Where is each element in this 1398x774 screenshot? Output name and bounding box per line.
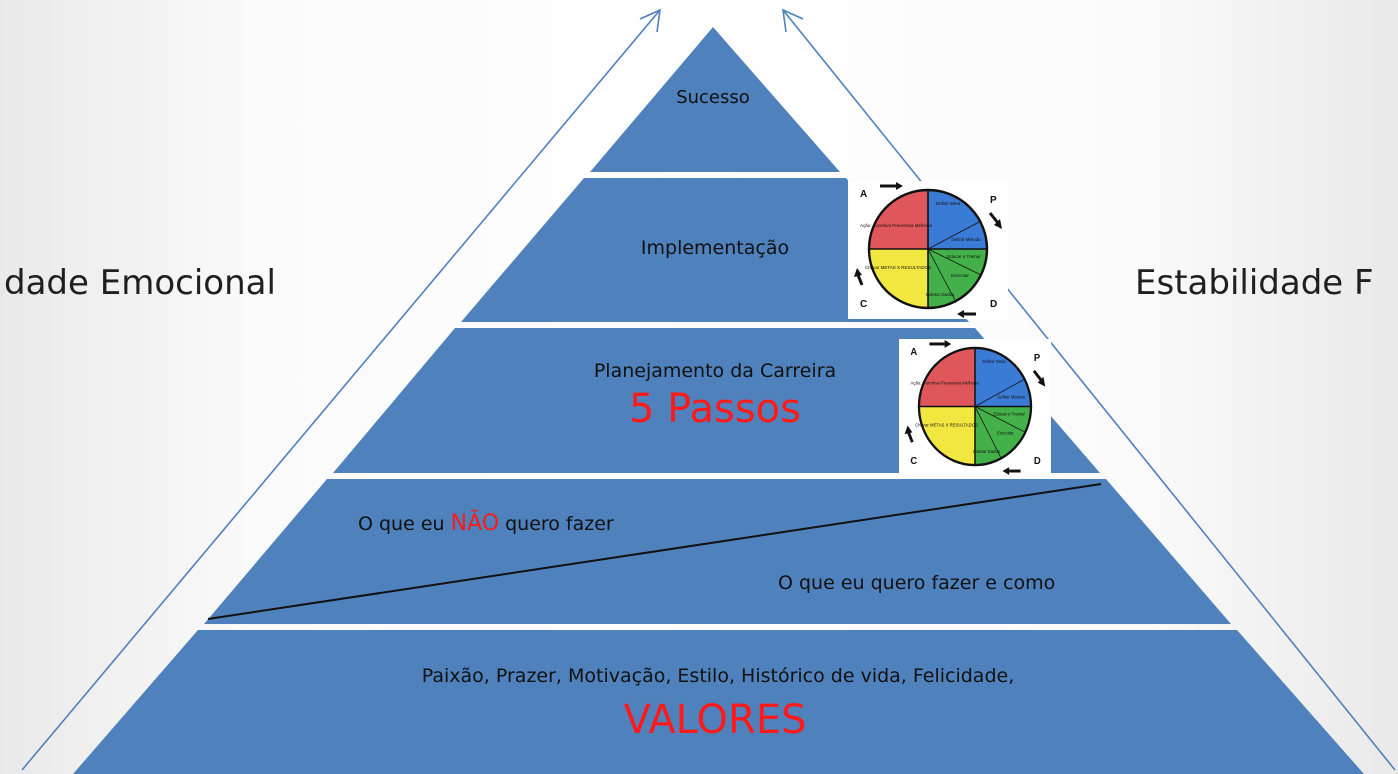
pdca-quadrant-meta-label: Definir Meta	[936, 201, 961, 206]
tier-top-label: Sucesso	[676, 87, 750, 108]
fourth-left-suffix: quero fazer	[499, 513, 614, 535]
pdca-quadrant-educar-label: Educar e Treinar	[947, 254, 981, 259]
left-arrow-head	[639, 8, 661, 33]
pdca-quadrant-a-label: Ação: Corretiva Preventiva Melhoria	[860, 223, 933, 228]
pdca-letter-c: C	[910, 456, 917, 467]
tier-second-label: Implementação	[640, 237, 790, 259]
left-arrow-line	[21, 9, 661, 771]
tier-fourth	[204, 479, 1231, 624]
pdca-quadrant-meta-label: Definir Meta	[983, 359, 1007, 364]
tier-base-highlight: VALORES	[623, 697, 807, 743]
pdca-cycle-icon: A P D C Ação: Corretiva Preventiva Melho…	[904, 339, 1046, 476]
pdca-cycle-icon: A P D C Ação: Corretiva Preventiva Melho…	[854, 182, 1002, 318]
right-arrow-head	[782, 8, 804, 33]
pdca-quadrant-executar-label: Executar	[997, 430, 1014, 435]
left-side-label: dade Emocional	[4, 263, 276, 303]
pdca-quadrant-metodo-label: Definir Método	[951, 237, 981, 242]
pdca-quadrant-educar-label: Educar e Treinar	[993, 411, 1025, 416]
pdca-letter-p: P	[1034, 353, 1041, 364]
pdca-quadrant-a-label: Ação: Corretiva Preventiva Melhoria	[910, 381, 979, 386]
tier-third-title: Planejamento da Carreira	[593, 360, 837, 382]
tier-top	[590, 27, 840, 172]
pdca-letter-a: A	[860, 189, 867, 200]
pdca-card-lower: A P D C Ação: Corretiva Preventiva Melho…	[899, 339, 1051, 476]
right-arrow-line	[782, 9, 1396, 771]
pdca-letter-p: P	[990, 195, 997, 206]
tier-third-highlight: 5 Passos	[629, 386, 801, 432]
fourth-left-prefix: O que eu	[358, 513, 451, 535]
pdca-quadrant-checar-label: Checar METAS X RESULTADOS	[915, 422, 978, 427]
pdca-letter-d: D	[1034, 456, 1041, 467]
divider-line	[207, 483, 1102, 620]
pdca-letter-a: A	[910, 347, 917, 358]
pdca-quadrant-coletar-label: Coletar Dados	[973, 449, 1001, 454]
pdca-card-upper: A P D C Ação: Corretiva Preventiva Melho…	[848, 181, 1008, 319]
pdca-letter-d: D	[990, 299, 997, 310]
pdca-quadrant-metodo-label: Definir Método	[997, 394, 1025, 399]
pdca-letter-c: C	[860, 299, 867, 310]
tier-fourth-right-label: O que eu quero fazer e como	[778, 572, 1056, 594]
pdca-quadrant-checar-label: Checar METAS X RESULTADOS	[865, 265, 931, 270]
right-side-label: Estabilidade F	[1135, 263, 1374, 303]
tier-second	[461, 178, 969, 322]
tier-base	[73, 630, 1364, 774]
pdca-quadrant-coletar-label: Coletar Dados	[926, 292, 956, 297]
fourth-left-highlight: NÃO	[450, 511, 500, 536]
tier-fourth-left-label: O que eu NÃO quero fazer	[358, 511, 614, 536]
tier-base-label: Paixão, Prazer, Motivação, Estilo, Histó…	[421, 665, 1015, 687]
pdca-quadrant-executar-label: Executar	[951, 273, 969, 278]
